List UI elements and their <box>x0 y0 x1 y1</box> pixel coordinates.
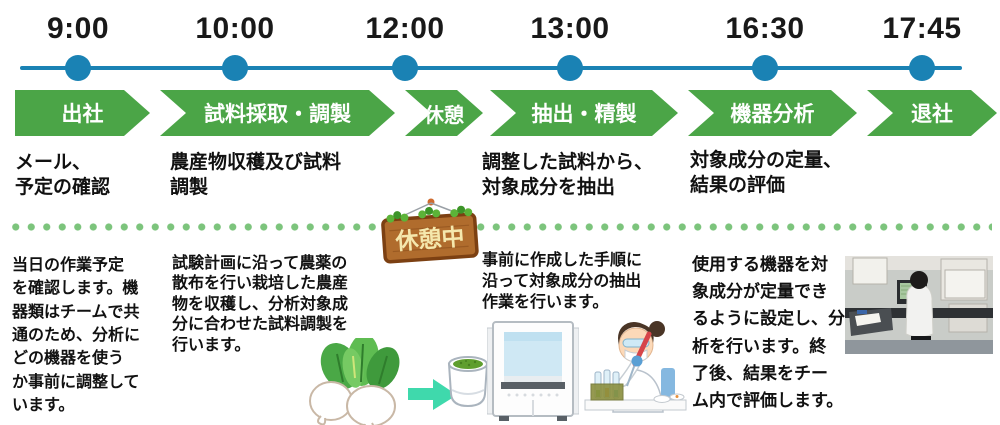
break-sign-label: 休憩中 <box>394 224 466 255</box>
detail-analysis: 使用する機器を対 象成分が定量でき るように設定し、分 析を行います。終 了後、… <box>692 255 845 410</box>
phase-chevron-arrival: 出社 <box>15 90 150 136</box>
subtitle-arrival: メール、 予定の確認 <box>15 152 111 199</box>
process-arrow-icon <box>408 379 457 410</box>
person-in-lab-coat <box>905 283 934 338</box>
timeline-dot <box>222 55 248 81</box>
glove <box>631 355 643 367</box>
test-tube-rack <box>590 369 624 401</box>
timeline-line <box>20 66 962 70</box>
phase-label: 休憩 <box>424 104 464 127</box>
subtitle-sampling: 農産物収穫及び試料 調製 <box>170 152 342 199</box>
detail-arrival: 当日の作業予定 を確認します。機 器類はチームで共 通のため、分析に どの機器を… <box>12 257 141 415</box>
dotted-separator <box>8 222 992 232</box>
turnip-icon <box>309 381 396 425</box>
phase-chevron-sampling: 試料採取・調製 <box>160 90 395 136</box>
timeline-dot <box>65 55 91 81</box>
phase-chevron-break: 休憩 <box>405 90 483 136</box>
papers <box>855 313 881 326</box>
subtitle-extraction: 調整した試料から、 対象成分を抽出 <box>482 152 654 199</box>
detail-sampling: 試験計画に沿って農薬の 散布を行い栽培した農産 物を収穫し、分析対象成 分に合わ… <box>172 255 349 354</box>
phase-label: 機器分析 <box>730 103 815 126</box>
person-head <box>910 271 928 289</box>
phase-label: 出社 <box>61 103 104 126</box>
time-label-5: 16:30 <box>725 12 805 45</box>
fume-hood-illustration <box>487 321 579 421</box>
break-sign-icon: 休憩中 <box>381 198 479 264</box>
ground-sample-bowl-icon <box>447 356 489 408</box>
hair <box>618 321 654 345</box>
phase-label: 退社 <box>911 103 953 126</box>
subtitle-analysis: 対象成分の定量、 結果の評価 <box>690 150 843 197</box>
phase-label: 試料採取・調製 <box>204 103 351 126</box>
phase-label: 抽出・精製 <box>531 103 637 126</box>
sample-preparation-illustration <box>309 338 489 425</box>
hood-sash <box>501 382 565 389</box>
chair <box>661 368 675 402</box>
turnip-leaves-icon <box>320 338 400 390</box>
sign-board: 休憩中 <box>381 205 479 264</box>
pipette-tip <box>626 363 636 387</box>
time-label-3: 12:00 <box>365 12 445 45</box>
timeline-dot <box>392 55 418 81</box>
instrument-analysis-photo <box>845 256 993 354</box>
petri-dish <box>653 395 671 403</box>
phase-chevron-extraction: 抽出・精製 <box>490 90 678 136</box>
analyzer-instrument <box>944 269 986 299</box>
time-label-1: 9:00 <box>46 12 110 45</box>
work-table <box>584 399 687 411</box>
sign-leaves <box>386 208 473 223</box>
scientist-pipetting-illustration <box>584 321 687 413</box>
time-label-6: 17:45 <box>882 12 962 45</box>
time-label-4: 13:00 <box>530 12 610 45</box>
timeline-dot <box>557 55 583 81</box>
time-label-2: 10:00 <box>195 12 275 45</box>
timeline-dot <box>752 55 778 81</box>
phase-chevron-departure: 退社 <box>867 90 997 136</box>
hair-bun <box>649 321 665 337</box>
detail-extraction: 事前に作成した手順に 沿って対象成分の抽出 作業を行います。 <box>482 252 643 311</box>
phase-chevron-analysis: 機器分析 <box>688 90 857 136</box>
timeline-dot <box>909 55 935 81</box>
